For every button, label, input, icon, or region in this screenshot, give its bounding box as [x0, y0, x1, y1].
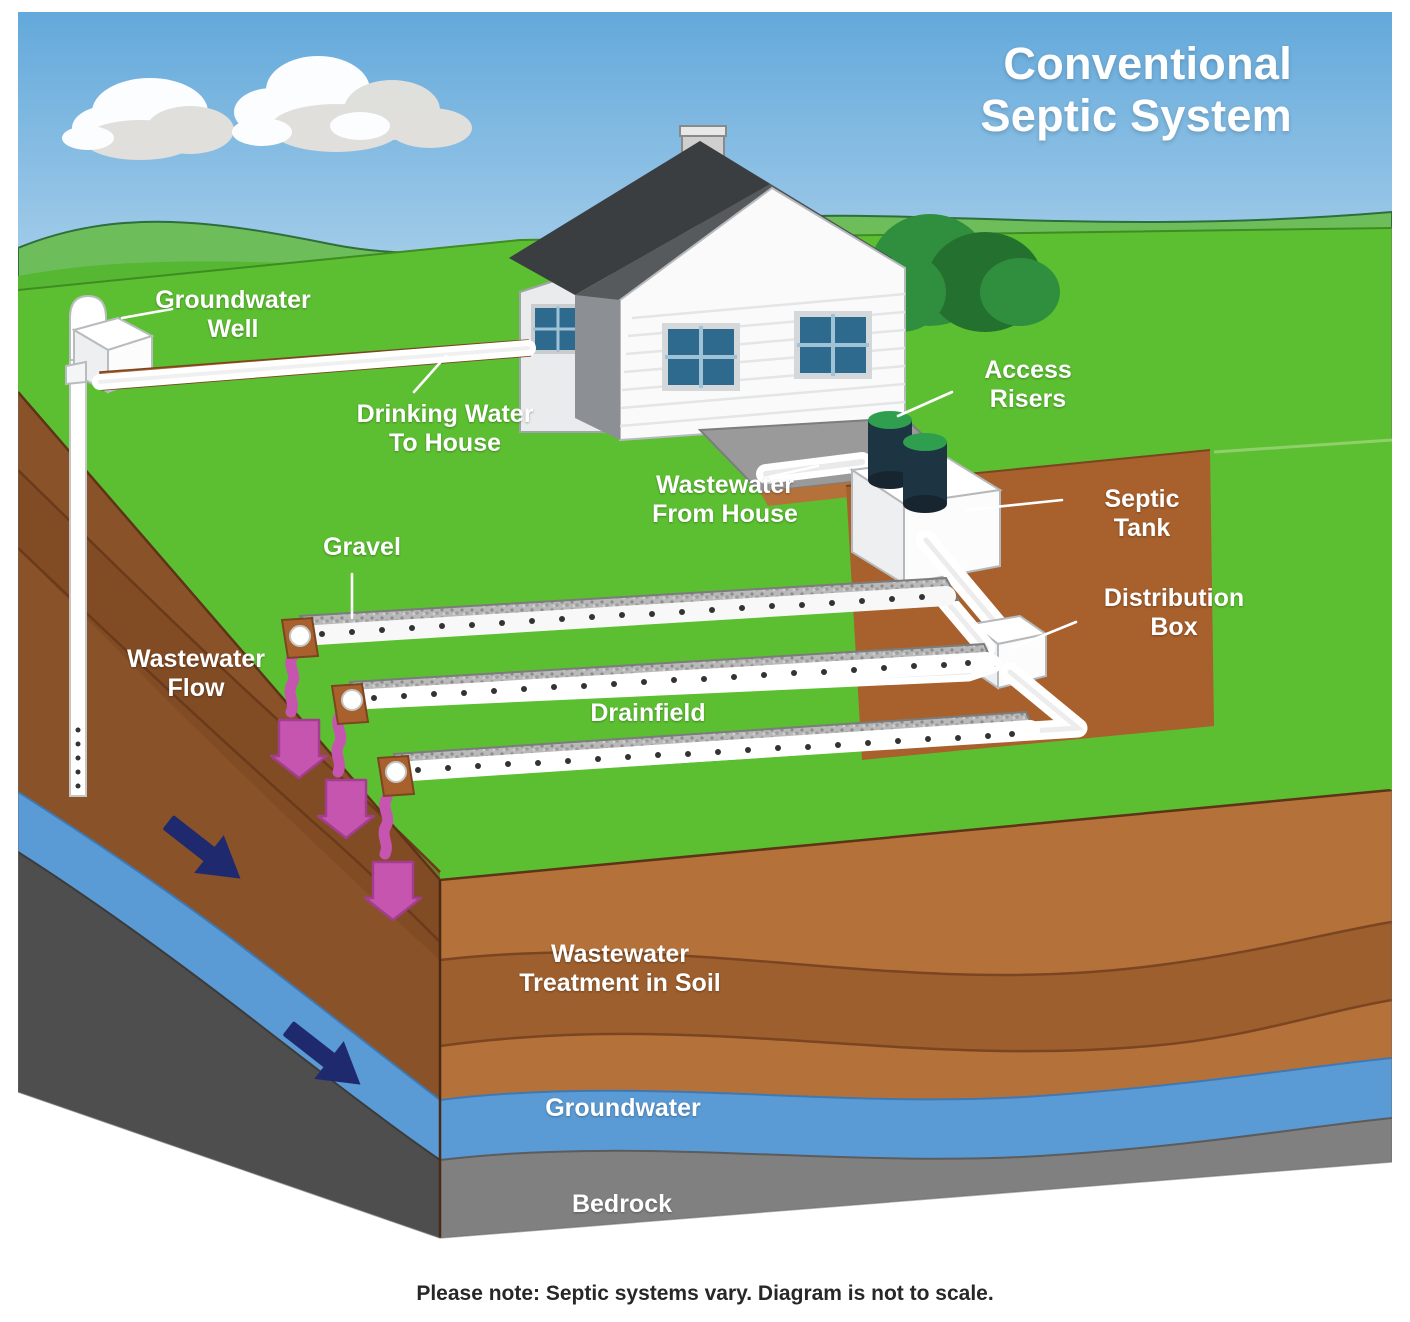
leader-lines [120, 307, 1078, 650]
septic-tank [756, 411, 1020, 650]
groundwater-well [65, 294, 155, 797]
drainfield-pipe-2 [342, 652, 996, 710]
bedrock-left [18, 852, 440, 1238]
flow-arrow-3 [363, 792, 423, 922]
cloud-right [232, 56, 472, 152]
groundwater-arrow-1 [163, 815, 241, 879]
access-riser-2 [903, 433, 947, 513]
house [509, 125, 906, 442]
leader-drinking-water [412, 354, 448, 394]
bedrock-right [440, 1118, 1392, 1238]
house-window-center [662, 323, 740, 391]
lawn-right-of-trench [1214, 440, 1392, 790]
well-screen-perforations [75, 727, 81, 789]
groundwater-flow-arrows [163, 815, 361, 1085]
septic-system-illustration [18, 12, 1392, 1239]
leader-distribution-box [1010, 620, 1078, 650]
drinking-water-pipe [92, 339, 536, 391]
leader-groundwater-well [120, 307, 174, 320]
cloud-left [62, 78, 234, 160]
leader-access-risers [896, 390, 954, 418]
page-title: Conventional Septic System [980, 38, 1292, 142]
pipe-end-caps [289, 625, 407, 783]
leader-septic-tank [964, 498, 1064, 512]
tank-side [903, 488, 1001, 586]
wastewater-flow-arrows [269, 650, 423, 922]
footnote-note: Please note: Septic systems vary. Diagra… [416, 1282, 994, 1305]
soil-layer-2 [440, 922, 1392, 1052]
drainfield-pipes [290, 586, 1040, 782]
drainfield-pipe-3 [386, 720, 1040, 782]
groundwater-right [440, 1058, 1392, 1160]
septic-system-svg [18, 12, 1392, 1239]
house-window-right [794, 311, 872, 379]
soil-layer-3-line [439, 998, 1392, 1053]
groundwater-arrow-2 [283, 1021, 361, 1085]
drainfield-pipe-1 [290, 586, 956, 646]
leader-wastewater-from-house [762, 464, 820, 480]
soil-left-layer-2 [18, 470, 440, 960]
soil-layer-2-line [439, 920, 1392, 977]
flow-arrow-1 [269, 650, 329, 780]
